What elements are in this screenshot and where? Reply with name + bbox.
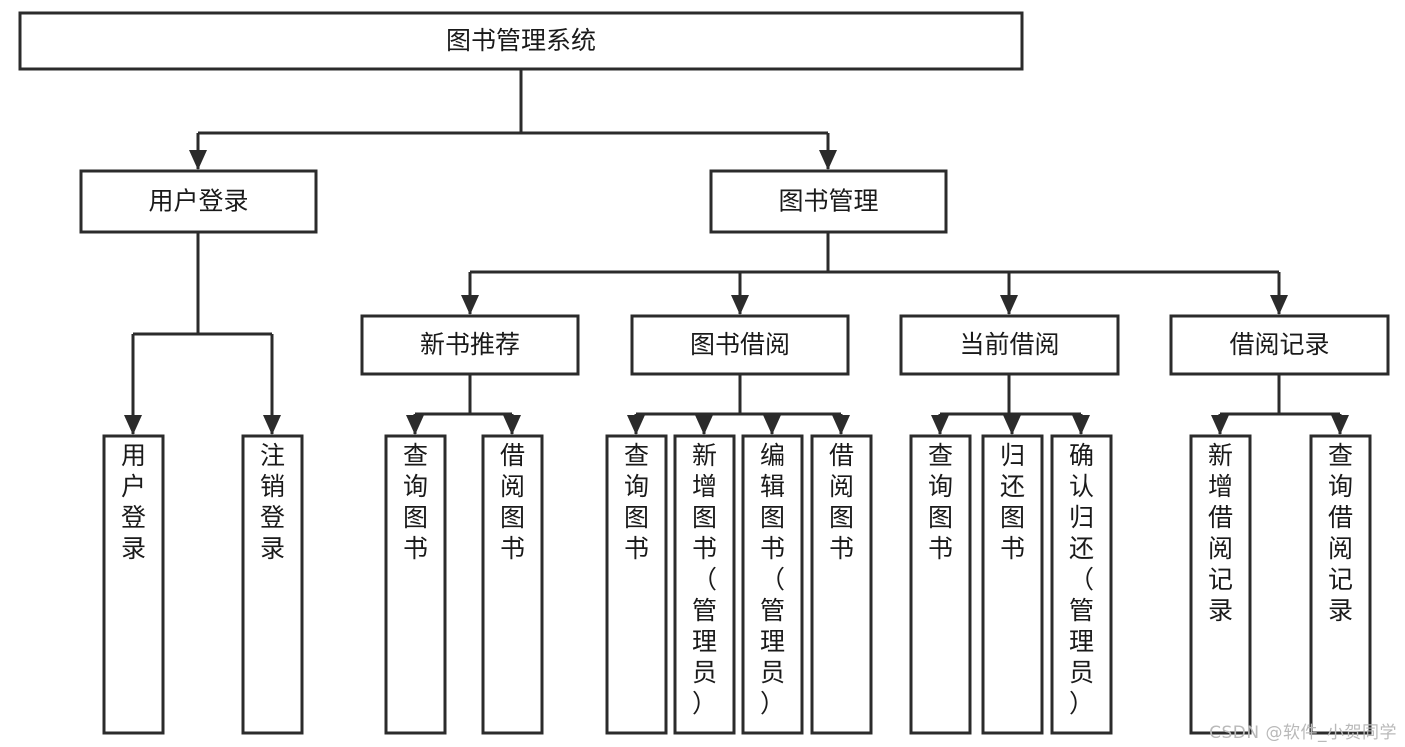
leaf-box: [1309, 434, 1372, 735]
leaf-box: [1050, 434, 1113, 735]
leaf-label: 用户登录: [121, 441, 146, 563]
leaf-label: 新增借阅记录: [1208, 441, 1233, 625]
leaf-label: 借阅图书: [829, 441, 854, 563]
level3-label: 当前借阅: [959, 330, 1059, 359]
leaf-box: [481, 434, 544, 735]
level3-box: [630, 314, 850, 376]
leaf-node[interactable]: 查询借阅记录: [1309, 434, 1372, 735]
level3-label: 图书借阅: [690, 330, 790, 359]
leaf-node[interactable]: 注销登录: [241, 434, 304, 735]
leaf-box: [810, 434, 873, 735]
level2-node[interactable]: 用户登录: [79, 169, 318, 234]
leaf-node[interactable]: 编辑图书（管理员）: [741, 434, 804, 735]
level2-box: [79, 169, 318, 234]
leaf-node[interactable]: 新增借阅记录: [1189, 434, 1252, 735]
level3-box: [899, 314, 1120, 376]
leaf-box: [1189, 434, 1252, 735]
leaf-label: 查询借阅记录: [1328, 441, 1353, 625]
level2-label: 图书管理: [778, 187, 878, 216]
leaf-node[interactable]: 新增图书（管理员）: [673, 434, 736, 735]
arrow-head-icon: [406, 415, 424, 435]
arrow-head-icon: [1000, 295, 1018, 315]
arrow-head-icon: [1072, 415, 1090, 435]
level2-node[interactable]: 图书管理: [709, 169, 948, 234]
arrow-head-icon: [832, 415, 850, 435]
arrow-head-icon: [503, 415, 521, 435]
level3-label: 借阅记录: [1229, 330, 1329, 359]
root-label: 图书管理系统: [446, 26, 596, 55]
leaf-box: [673, 434, 736, 735]
leaf-label: 新增图书（管理员）: [692, 441, 717, 718]
arrow-head-icon: [1003, 415, 1021, 435]
leaf-node[interactable]: 归还图书: [981, 434, 1044, 735]
arrow-head-icon: [731, 295, 749, 315]
arrow-head-icon: [189, 150, 207, 170]
arrow-head-icon: [124, 415, 142, 435]
leaf-box: [384, 434, 447, 735]
arrow-head-icon: [263, 415, 281, 435]
leaf-node[interactable]: 查询图书: [909, 434, 972, 735]
leaf-box: [605, 434, 668, 735]
leaf-box: [981, 434, 1044, 735]
level2-label: 用户登录: [148, 187, 248, 216]
root-box: [18, 11, 1024, 71]
leaf-label: 编辑图书（管理员）: [760, 441, 785, 718]
arrow-head-icon: [627, 415, 645, 435]
arrow-head-icon: [695, 415, 713, 435]
leaf-label: 查询图书: [624, 441, 649, 563]
csdn-watermark: CSDN @软件_小贺同学: [1209, 723, 1397, 743]
leaf-label: 归还图书: [1000, 441, 1025, 563]
arrow-head-icon: [1331, 415, 1349, 435]
leaf-node[interactable]: 用户登录: [102, 434, 165, 735]
leaf-box: [741, 434, 804, 735]
leaf-node[interactable]: 借阅图书: [810, 434, 873, 735]
leaf-label: 查询图书: [928, 441, 953, 563]
level3-box: [360, 314, 580, 376]
leaf-box: [909, 434, 972, 735]
level3-node[interactable]: 当前借阅: [899, 314, 1120, 376]
arrow-head-icon: [819, 150, 837, 170]
level3-node[interactable]: 新书推荐: [360, 314, 580, 376]
leaf-label: 借阅图书: [500, 441, 525, 563]
level2-box: [709, 169, 948, 234]
arrow-head-icon: [461, 295, 479, 315]
level3-node[interactable]: 图书借阅: [630, 314, 850, 376]
leaf-box: [241, 434, 304, 735]
leaf-node[interactable]: 确认归还（管理员）: [1050, 434, 1113, 735]
leaf-label: 查询图书: [403, 441, 428, 563]
arrow-head-icon: [1211, 415, 1229, 435]
level3-node[interactable]: 借阅记录: [1169, 314, 1390, 376]
level3-label: 新书推荐: [420, 330, 520, 359]
leaf-box: [102, 434, 165, 735]
leaf-node[interactable]: 查询图书: [605, 434, 668, 735]
arrow-head-icon: [1270, 295, 1288, 315]
arrow-head-icon: [763, 415, 781, 435]
leaf-label: 确认归还（管理员）: [1069, 441, 1094, 718]
root-node[interactable]: 图书管理系统: [18, 11, 1024, 71]
leaf-node[interactable]: 查询图书: [384, 434, 447, 735]
level3-box: [1169, 314, 1390, 376]
arrow-head-icon: [931, 415, 949, 435]
leaf-node[interactable]: 借阅图书: [481, 434, 544, 735]
leaf-label: 注销登录: [260, 441, 285, 563]
